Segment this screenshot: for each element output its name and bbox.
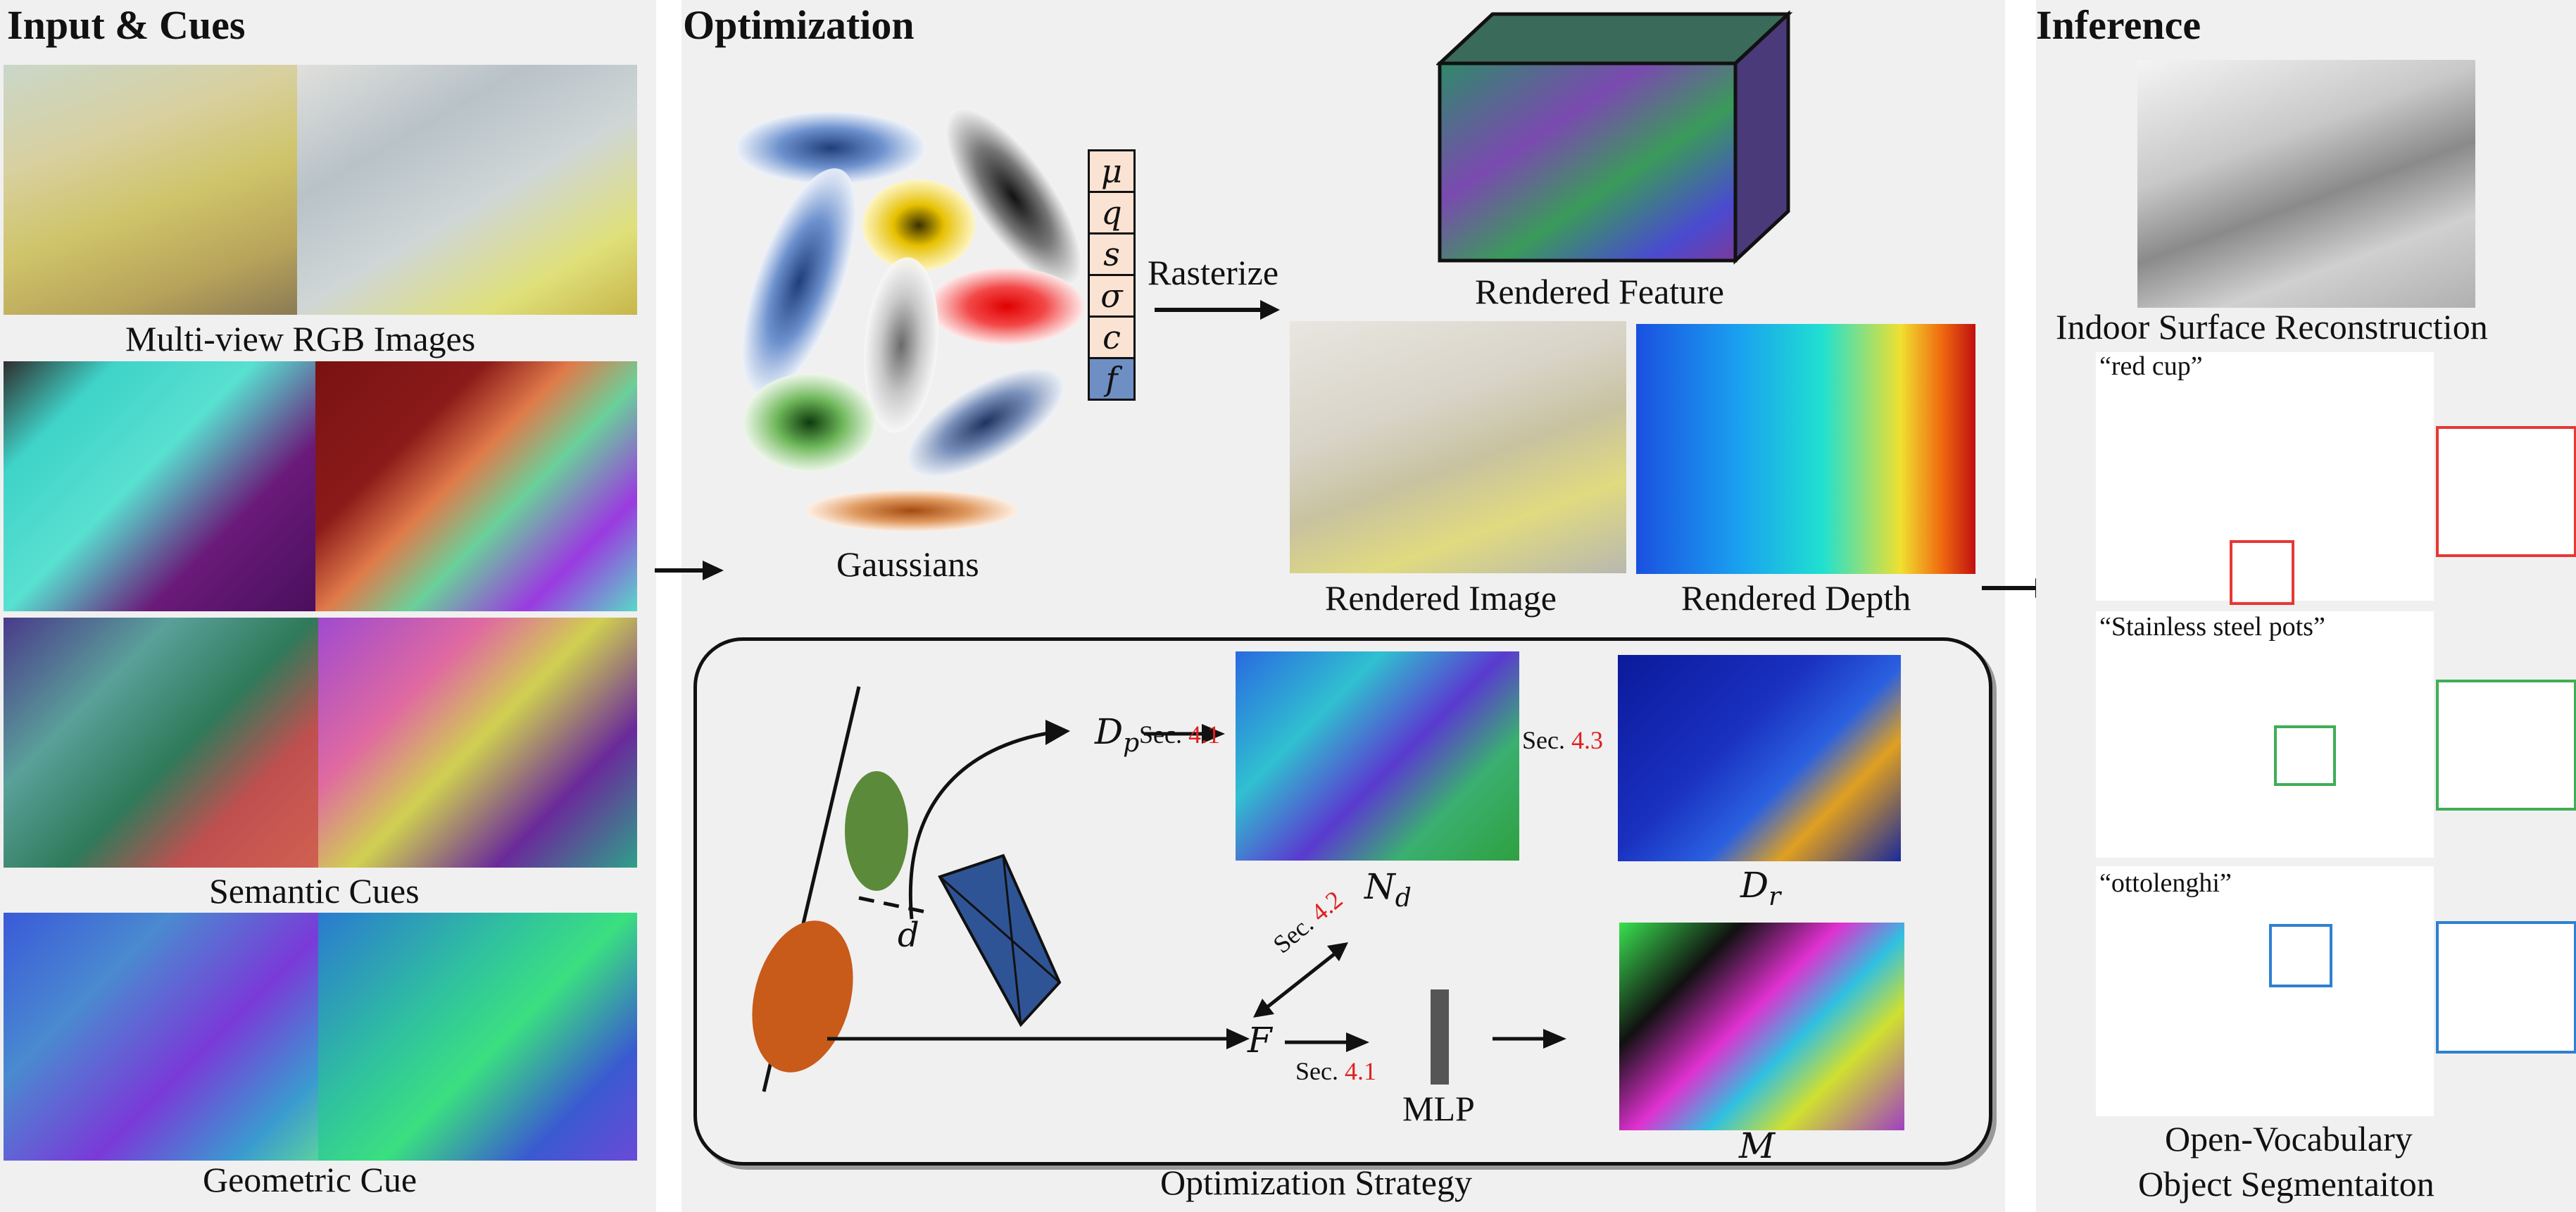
sec-prefix-a: Sec. — [1139, 720, 1182, 749]
gaussian-yellow — [862, 180, 975, 271]
m-mask-image — [1619, 923, 1904, 1130]
query-row-pots — [2096, 611, 2434, 858]
label-dr-main: D — [1740, 865, 1769, 906]
dr-depth-image — [1618, 655, 1901, 861]
sec-label-4-1-b: Sec. 4.1 — [1295, 1056, 1376, 1086]
surface-reconstruction-caption: Indoor Surface Reconstruction — [2056, 307, 2488, 346]
camera-frustum — [938, 854, 1062, 1027]
gaussian-blue-top — [736, 111, 926, 185]
rgb-images-caption: Multi-view RGB Images — [125, 319, 476, 358]
label-dp-main: D — [1095, 711, 1124, 752]
label-nd-sub: d — [1395, 884, 1412, 913]
geometric-cue-2 — [318, 913, 637, 1161]
query-box-ottolenghi — [2269, 924, 2332, 987]
strategy-dashed-line — [858, 896, 926, 914]
sec-label-4-1-a: Sec. 4.1 — [1139, 720, 1220, 749]
optimization-panel-title: Optimization — [683, 2, 915, 48]
label-mlp: MLP — [1402, 1089, 1475, 1128]
label-f: F — [1248, 1020, 1272, 1061]
label-nd-main: N — [1364, 866, 1395, 907]
rasterize-label: Rasterize — [1148, 253, 1279, 292]
gaussian-parameters: μ q s σ c f — [1088, 149, 1136, 401]
dp-normal-image — [1236, 651, 1519, 861]
param-s: s — [1088, 232, 1136, 274]
query-box-pots — [2274, 725, 2336, 786]
input-panel-title: Input & Cues — [7, 2, 246, 48]
param-q: q — [1088, 191, 1136, 232]
label-dr-sub: r — [1768, 882, 1781, 911]
geometric-cue-1 — [4, 913, 318, 1161]
sec-number-4-1-b: 4.1 — [1344, 1057, 1376, 1085]
rendered-feature-cube — [1436, 11, 1793, 265]
gaussian-steel — [907, 368, 1064, 477]
rendered-feature-caption: Rendered Feature — [1475, 272, 1725, 311]
rendered-image-caption: Rendered Image — [1325, 578, 1557, 618]
sec-prefix-b: Sec. — [1522, 726, 1565, 754]
label-dr: Dr — [1740, 865, 1780, 911]
rgb-image-2 — [297, 65, 637, 315]
gaussian-orange — [806, 489, 1017, 532]
gaussian-gray — [864, 257, 938, 433]
label-dp-sub: p — [1123, 729, 1140, 758]
param-f: f — [1088, 357, 1136, 401]
query-box-red-cup — [2230, 540, 2294, 605]
rendered-depth-caption: Rendered Depth — [1681, 578, 1911, 618]
ov-caption-line2: Object Segmentaiton — [2138, 1164, 2434, 1204]
gaussian-blue-left — [742, 168, 856, 396]
semantic-cue-1 — [4, 361, 315, 611]
surface-reconstruction-image — [2137, 60, 2475, 308]
sec-number-4-3: 4.3 — [1571, 726, 1603, 754]
input-to-optimization-arrow — [655, 561, 724, 580]
mlp-bar — [1431, 989, 1449, 1085]
rgb-image-1 — [4, 65, 297, 315]
gaussian-green — [743, 373, 877, 472]
query-row-ottolenghi — [2096, 866, 2434, 1116]
strategy-double-arrow — [1266, 953, 1336, 1008]
gaussians-illustration — [736, 108, 1084, 532]
label-dp: Dp — [1095, 711, 1139, 758]
sec-number-4-1-a: 4.1 — [1188, 720, 1220, 749]
gaussian-red — [929, 268, 1084, 345]
sec-prefix-d: Sec. — [1295, 1057, 1338, 1085]
query-ottolenghi: “ottolenghi” — [2099, 868, 2232, 898]
gaussian-black — [945, 108, 1083, 287]
rendered-depth — [1636, 324, 1975, 574]
label-nd: Nd — [1364, 866, 1412, 913]
label-d: d — [898, 916, 919, 955]
sec-label-4-3: Sec. 4.3 — [1522, 725, 1603, 755]
semantic-cues-caption: Semantic Cues — [209, 871, 420, 911]
semantic-cue-3 — [4, 618, 318, 868]
gaussians-caption: Gaussians — [836, 544, 979, 584]
query-red-cup: “red cup” — [2099, 351, 2203, 381]
geometric-cue-caption: Geometric Cue — [203, 1160, 417, 1199]
strategy-curve-dp — [909, 730, 1053, 920]
strategy-orange-gaussian — [752, 920, 853, 1073]
rendered-image — [1290, 321, 1626, 573]
ov-caption-line1: Open-Vocabulary — [2165, 1119, 2413, 1158]
param-c: c — [1088, 316, 1136, 357]
strategy-green-gaussian — [845, 771, 908, 891]
rasterize-arrow — [1155, 300, 1280, 320]
query-zoom-red-cup — [2436, 426, 2576, 557]
label-m: M — [1739, 1125, 1776, 1166]
inference-panel-title: Inference — [2036, 2, 2201, 48]
query-zoom-pots — [2436, 680, 2576, 811]
param-mu: μ — [1088, 149, 1136, 191]
query-row-red-cup — [2096, 352, 2434, 601]
query-zoom-ottolenghi — [2436, 921, 2576, 1054]
optimization-strategy-caption: Optimization Strategy — [1160, 1163, 1472, 1202]
param-sigma: σ — [1088, 274, 1136, 316]
semantic-cue-4 — [318, 618, 637, 868]
semantic-cue-2 — [315, 361, 637, 611]
query-pots: “Stainless steel pots” — [2099, 612, 2325, 642]
